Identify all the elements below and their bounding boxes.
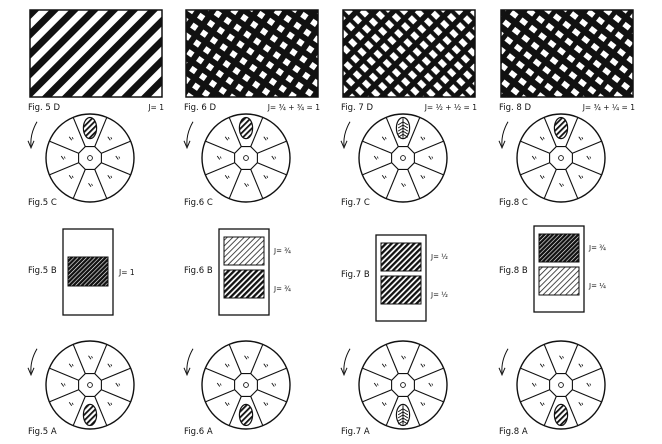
rotation-arrow-icon <box>501 348 509 373</box>
hatched-oval-icon <box>553 403 569 427</box>
rotation-arrow-icon <box>343 121 351 146</box>
hatched-oval-icon <box>82 403 98 427</box>
rotation-arrow-icon <box>186 348 194 373</box>
rotation-arrow-icon <box>343 348 351 373</box>
hatched-oval-icon <box>82 116 98 140</box>
sector-wheel-c-5 <box>27 113 135 203</box>
hatched-block-bottom <box>538 266 580 296</box>
weave-pattern-swatch-8 <box>500 9 634 98</box>
weave-pattern-swatch-6 <box>185 9 319 98</box>
sector-wheel-c-6 <box>183 113 291 203</box>
hatched-block-top <box>223 236 265 266</box>
figure-label-7d: Fig. 7 D <box>341 103 374 113</box>
formula-label-7d: J= ½ + ½ = 1 <box>424 103 478 112</box>
rotation-arrow-icon <box>30 121 38 146</box>
figure-label-5c: Fig.5 C <box>28 198 57 208</box>
figure-label-5b: Fig.5 B <box>28 266 57 276</box>
rotation-arrow-icon <box>501 121 509 146</box>
hatched-block-bottom <box>223 269 265 299</box>
hatched-block-top <box>380 242 422 272</box>
figure-label-8c: Fig.8 C <box>499 198 528 208</box>
formula-label-5d: J= 1 <box>147 103 164 112</box>
figure-label-5d: Fig. 5 D <box>28 103 61 113</box>
figure-label-8b: Fig.8 B <box>499 266 528 276</box>
rotation-arrow-icon <box>30 348 38 373</box>
formula-label-8d: J= ¾ + ¼ = 1 <box>582 103 636 112</box>
formula-label-6d: J= ¾ + ¾ = 1 <box>267 103 321 112</box>
bar-label-top: J= 1 <box>118 268 135 277</box>
bar-label-top: J= ¾ <box>588 244 606 252</box>
weave-pattern-swatch-7 <box>342 9 476 98</box>
bar-label-top: J= ¾ <box>273 247 291 255</box>
figure-label-6c: Fig.6 C <box>184 198 213 208</box>
figure-label-5a: Fig.5 A <box>28 427 57 437</box>
bar-label-top: J= ½ <box>430 253 448 261</box>
figure-label-8d: Fig. 8 D <box>499 103 532 113</box>
bar-label-bottom: J= ¾ <box>273 285 291 293</box>
hatched-block-top <box>538 233 580 263</box>
hatched-oval-icon <box>238 403 254 427</box>
sector-wheel-c-7 <box>340 113 448 203</box>
figure-label-8a: Fig.8 A <box>499 427 528 437</box>
bar-label-bottom: J= ¼ <box>588 282 606 290</box>
hatched-oval-icon <box>238 116 254 140</box>
figure-label-6b: Fig.6 B <box>184 266 213 276</box>
figure-label-7c: Fig.7 C <box>341 198 370 208</box>
figure-label-7b: Fig.7 B <box>341 270 370 280</box>
hatched-block-bottom <box>380 275 422 305</box>
sector-wheel-a-5 <box>27 340 135 430</box>
hatched-block <box>67 256 109 287</box>
figure-label-6a: Fig.6 A <box>184 427 213 437</box>
weave-pattern-swatch-5 <box>29 9 163 98</box>
figure-label-6d: Fig. 6 D <box>184 103 217 113</box>
sector-wheel-a-7 <box>340 340 448 430</box>
rotation-arrow-icon <box>186 121 194 146</box>
sector-wheel-a-8 <box>498 340 606 430</box>
bar-label-bottom: J= ½ <box>430 291 448 299</box>
sector-wheel-c-8 <box>498 113 606 203</box>
hatched-oval-icon <box>553 116 569 140</box>
figure-label-7a: Fig.7 A <box>341 427 370 437</box>
sector-wheel-a-6 <box>183 340 291 430</box>
